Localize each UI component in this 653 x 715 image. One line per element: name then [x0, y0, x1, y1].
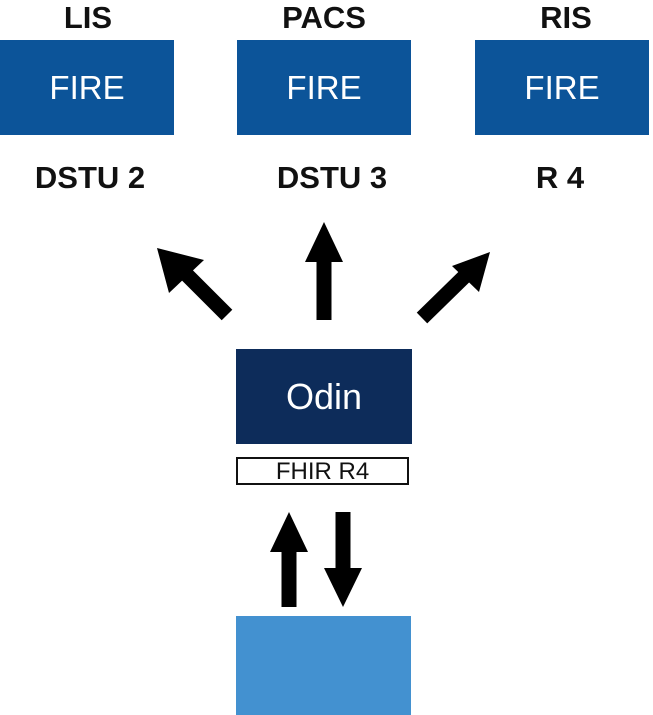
version-label-pacs: DSTU 3 [276, 160, 388, 195]
arrow-odin-to-client [324, 512, 362, 607]
arrow-to-lis [157, 248, 233, 321]
system-label-ris: RIS [540, 0, 592, 35]
client-box [236, 616, 411, 715]
version-label-lis: DSTU 2 [34, 160, 146, 195]
system-label-pacs: PACS [282, 0, 366, 35]
odin-box: Odin [236, 349, 412, 444]
arrow-to-pacs [305, 222, 343, 320]
arrow-to-ris [416, 252, 490, 324]
fire-box-pacs: FIRE [237, 40, 411, 135]
fire-box-ris: FIRE [475, 40, 649, 135]
version-label-ris: R 4 [535, 160, 585, 195]
fire-box-lis: FIRE [0, 40, 174, 135]
system-label-lis: LIS [63, 0, 113, 35]
fhir-api-label: FHIR R4 [236, 457, 409, 485]
arrow-client-to-odin [270, 512, 308, 607]
